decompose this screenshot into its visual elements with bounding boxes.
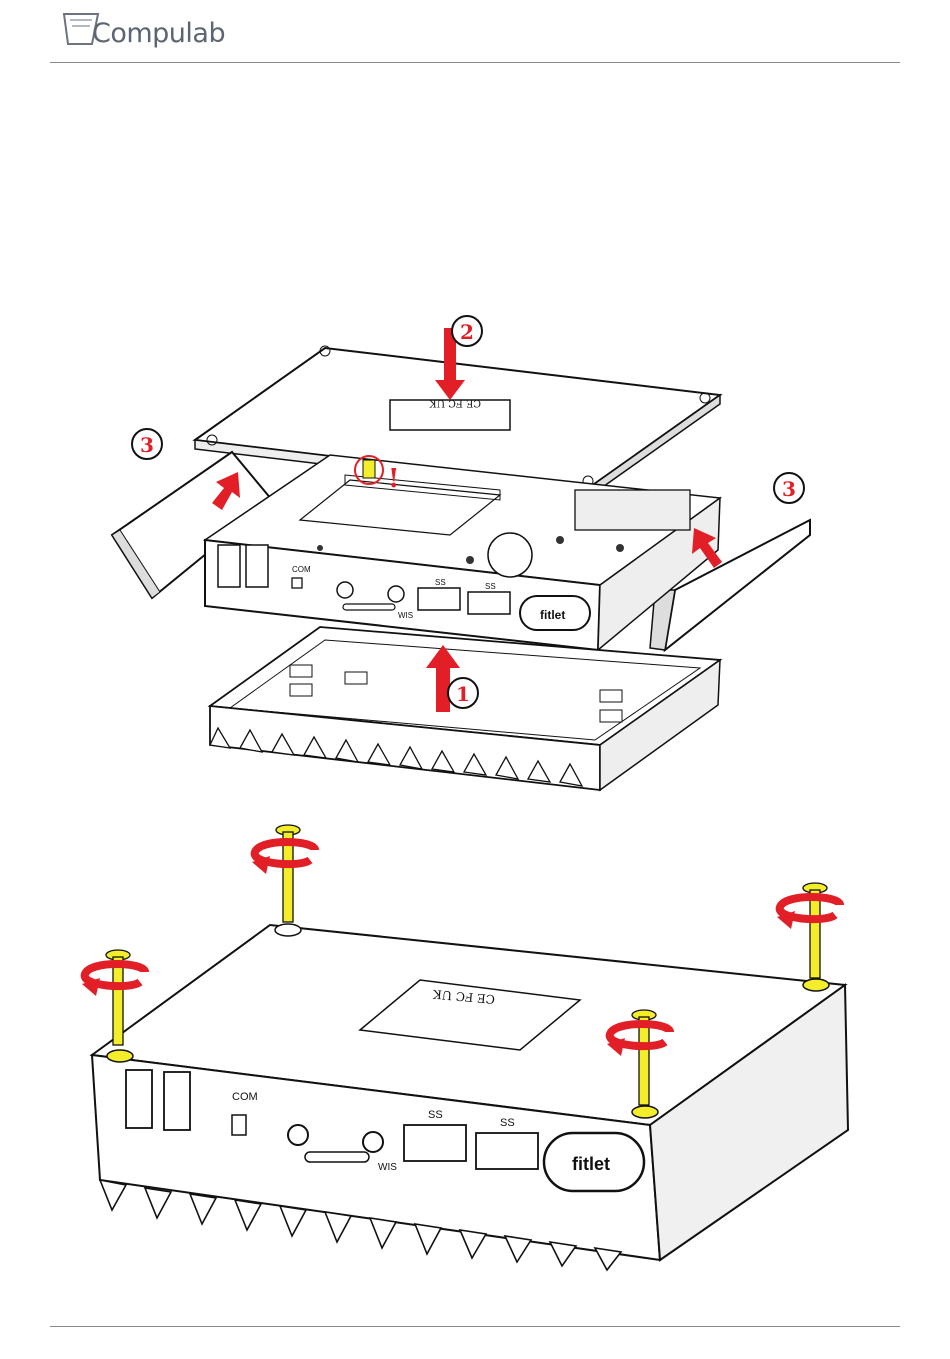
com-label-bottom: COM bbox=[232, 1091, 258, 1103]
step-1-label: 1 bbox=[456, 682, 470, 706]
mini-slot-label-bottom: WIS bbox=[378, 1162, 397, 1173]
board-chassis: COM SS SS WIS fitlet bbox=[205, 455, 720, 650]
top-exploded-view: CE FC UK bbox=[112, 316, 810, 790]
usb-ss-label-bottom-1: SS bbox=[428, 1109, 443, 1121]
usb-ss-label-2: SS bbox=[485, 582, 496, 591]
fitlet-badge-bottom: fitlet bbox=[572, 1154, 610, 1174]
screw-right bbox=[777, 883, 840, 978]
usb-ss-label-bottom-2: SS bbox=[500, 1117, 515, 1129]
screw-top-left bbox=[252, 825, 315, 922]
step-2-label: 2 bbox=[460, 320, 474, 344]
mini-slot-label: WIS bbox=[398, 611, 413, 620]
footer-divider bbox=[50, 1326, 900, 1327]
com-label: COM bbox=[292, 565, 311, 574]
usb-ss-label-1: SS bbox=[435, 578, 446, 587]
fitlet-badge-top: fitlet bbox=[540, 608, 565, 622]
bottom-assembled-view: CE FC UK COM SS SS WIS fitlet bbox=[82, 825, 848, 1270]
cert-marks-top: CE FC UK bbox=[429, 397, 481, 408]
warning-mark: ! bbox=[388, 464, 399, 494]
step-3-right-label: 3 bbox=[782, 477, 796, 501]
step-3-left-label: 3 bbox=[140, 433, 154, 457]
